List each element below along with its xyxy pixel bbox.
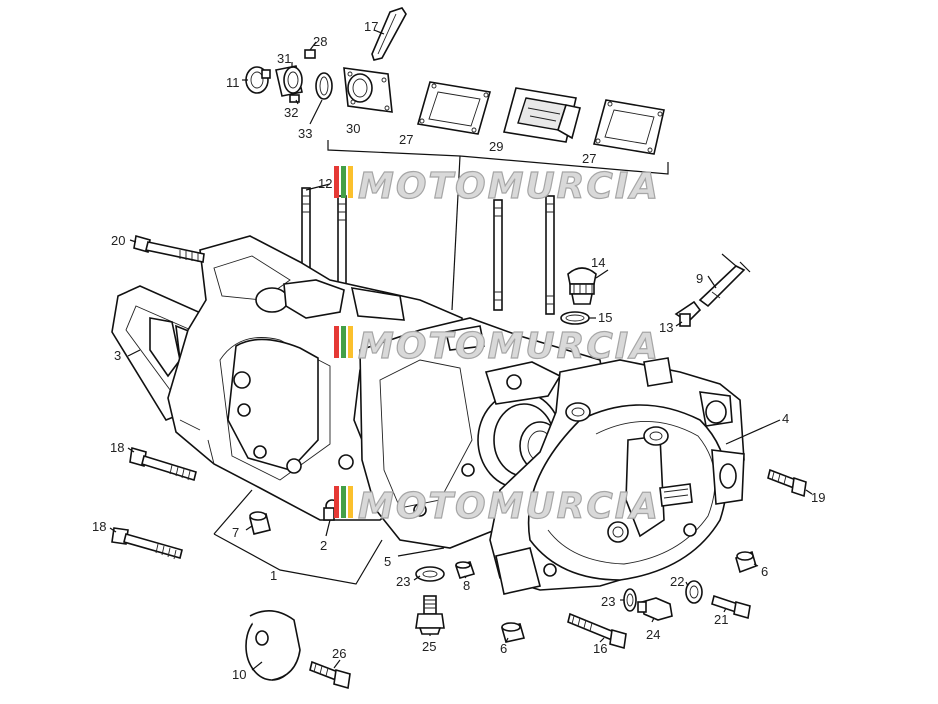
callout-1: 1 (270, 568, 277, 583)
callout-3: 3 (114, 348, 121, 363)
callout-7: 7 (232, 525, 239, 540)
callout-28: 28 (313, 34, 327, 49)
callout-15: 15 (598, 310, 612, 325)
callout-18-upper: 18 (110, 440, 124, 455)
part-20-bolt (133, 234, 205, 263)
part-18-bolt-upper (129, 446, 197, 482)
part-19-bolt (767, 468, 807, 498)
callout-4: 4 (782, 411, 789, 426)
part-23-washer-right (623, 588, 637, 612)
callout-6-right: 6 (761, 564, 768, 579)
watermark-bottom: MOTOMURCIA (334, 485, 660, 528)
svg-text:MOTOMURCIA: MOTOMURCIA (358, 326, 660, 367)
watermark-middle: MOTOMURCIA (334, 325, 660, 368)
callout-2: 2 (320, 538, 327, 553)
callout-12: 12 (318, 176, 332, 191)
part-14-filler-plug (567, 267, 597, 305)
callout-6-bottom: 6 (500, 641, 507, 656)
part-2-dowel (323, 507, 335, 521)
part-18-bolt-lower (111, 527, 183, 560)
callout-8: 8 (463, 578, 470, 593)
callout-17: 17 (364, 19, 378, 34)
part-17-strap (371, 7, 407, 61)
part-24-plug (637, 597, 673, 621)
part-21-bolt (711, 594, 751, 620)
part-4-right-cover (489, 357, 745, 595)
callout-27-right: 27 (582, 151, 596, 166)
part-27-gasket-left (416, 81, 492, 135)
part-31-sleeve (275, 65, 303, 97)
callout-22: 22 (670, 574, 684, 589)
callout-27-left: 27 (399, 132, 413, 147)
callout-18-lower: 18 (92, 519, 106, 534)
leader-lines (109, 29, 813, 671)
watermark-top: MOTOMURCIA (334, 165, 660, 208)
callout-19: 19 (811, 490, 825, 505)
callout-26: 26 (332, 646, 346, 661)
part-25-drain-plug (415, 595, 445, 635)
callout-24: 24 (646, 627, 660, 642)
svg-text:MOTOMURCIA: MOTOMURCIA (358, 486, 660, 527)
callout-13: 13 (659, 320, 673, 335)
callout-20: 20 (111, 233, 125, 248)
part-10-cap (245, 610, 301, 681)
callout-30: 30 (346, 121, 360, 136)
part-22-washer (685, 580, 703, 604)
callout-23-left: 23 (396, 574, 410, 589)
callout-16: 16 (593, 641, 607, 656)
callout-11: 11 (226, 75, 240, 90)
callout-labels: 1 2 3 4 5 6 6 7 8 9 10 11 12 13 14 15 16… (92, 19, 825, 682)
callout-29: 29 (489, 139, 503, 154)
part-28-screw (304, 41, 317, 59)
part-12-studs (301, 187, 555, 315)
callout-31: 31 (277, 51, 291, 66)
callout-14: 14 (591, 255, 605, 270)
part-8-dowel (454, 561, 476, 579)
part-7-dowel (249, 511, 271, 535)
callout-33: 33 (298, 126, 312, 141)
callout-5: 5 (384, 554, 391, 569)
part-23-washer-left (415, 566, 445, 582)
callout-23-right: 23 (601, 594, 615, 609)
part-6-dowel-bottom (500, 622, 526, 643)
callout-10: 10 (232, 667, 246, 682)
callout-25: 25 (422, 639, 436, 654)
part-15-oring (560, 311, 590, 325)
part-27-gasket-right (592, 99, 665, 155)
part-29-reed-valve (502, 87, 581, 143)
part-16-bolt (567, 612, 627, 650)
part-30-manifold (343, 67, 393, 113)
svg-text:MOTOMURCIA: MOTOMURCIA (358, 166, 660, 207)
part-32-screw (289, 94, 300, 103)
part-13-fitting (674, 300, 702, 327)
callout-9: 9 (696, 271, 703, 286)
part-9-breather-hose (698, 253, 751, 308)
part-33-oring (315, 72, 333, 100)
part-11-clamp (245, 66, 271, 94)
part-6-dowel-right (735, 550, 757, 574)
intake-bracket (327, 140, 669, 311)
part-26-bolt (309, 660, 351, 690)
callout-32: 32 (284, 105, 298, 120)
callout-21: 21 (714, 612, 728, 627)
